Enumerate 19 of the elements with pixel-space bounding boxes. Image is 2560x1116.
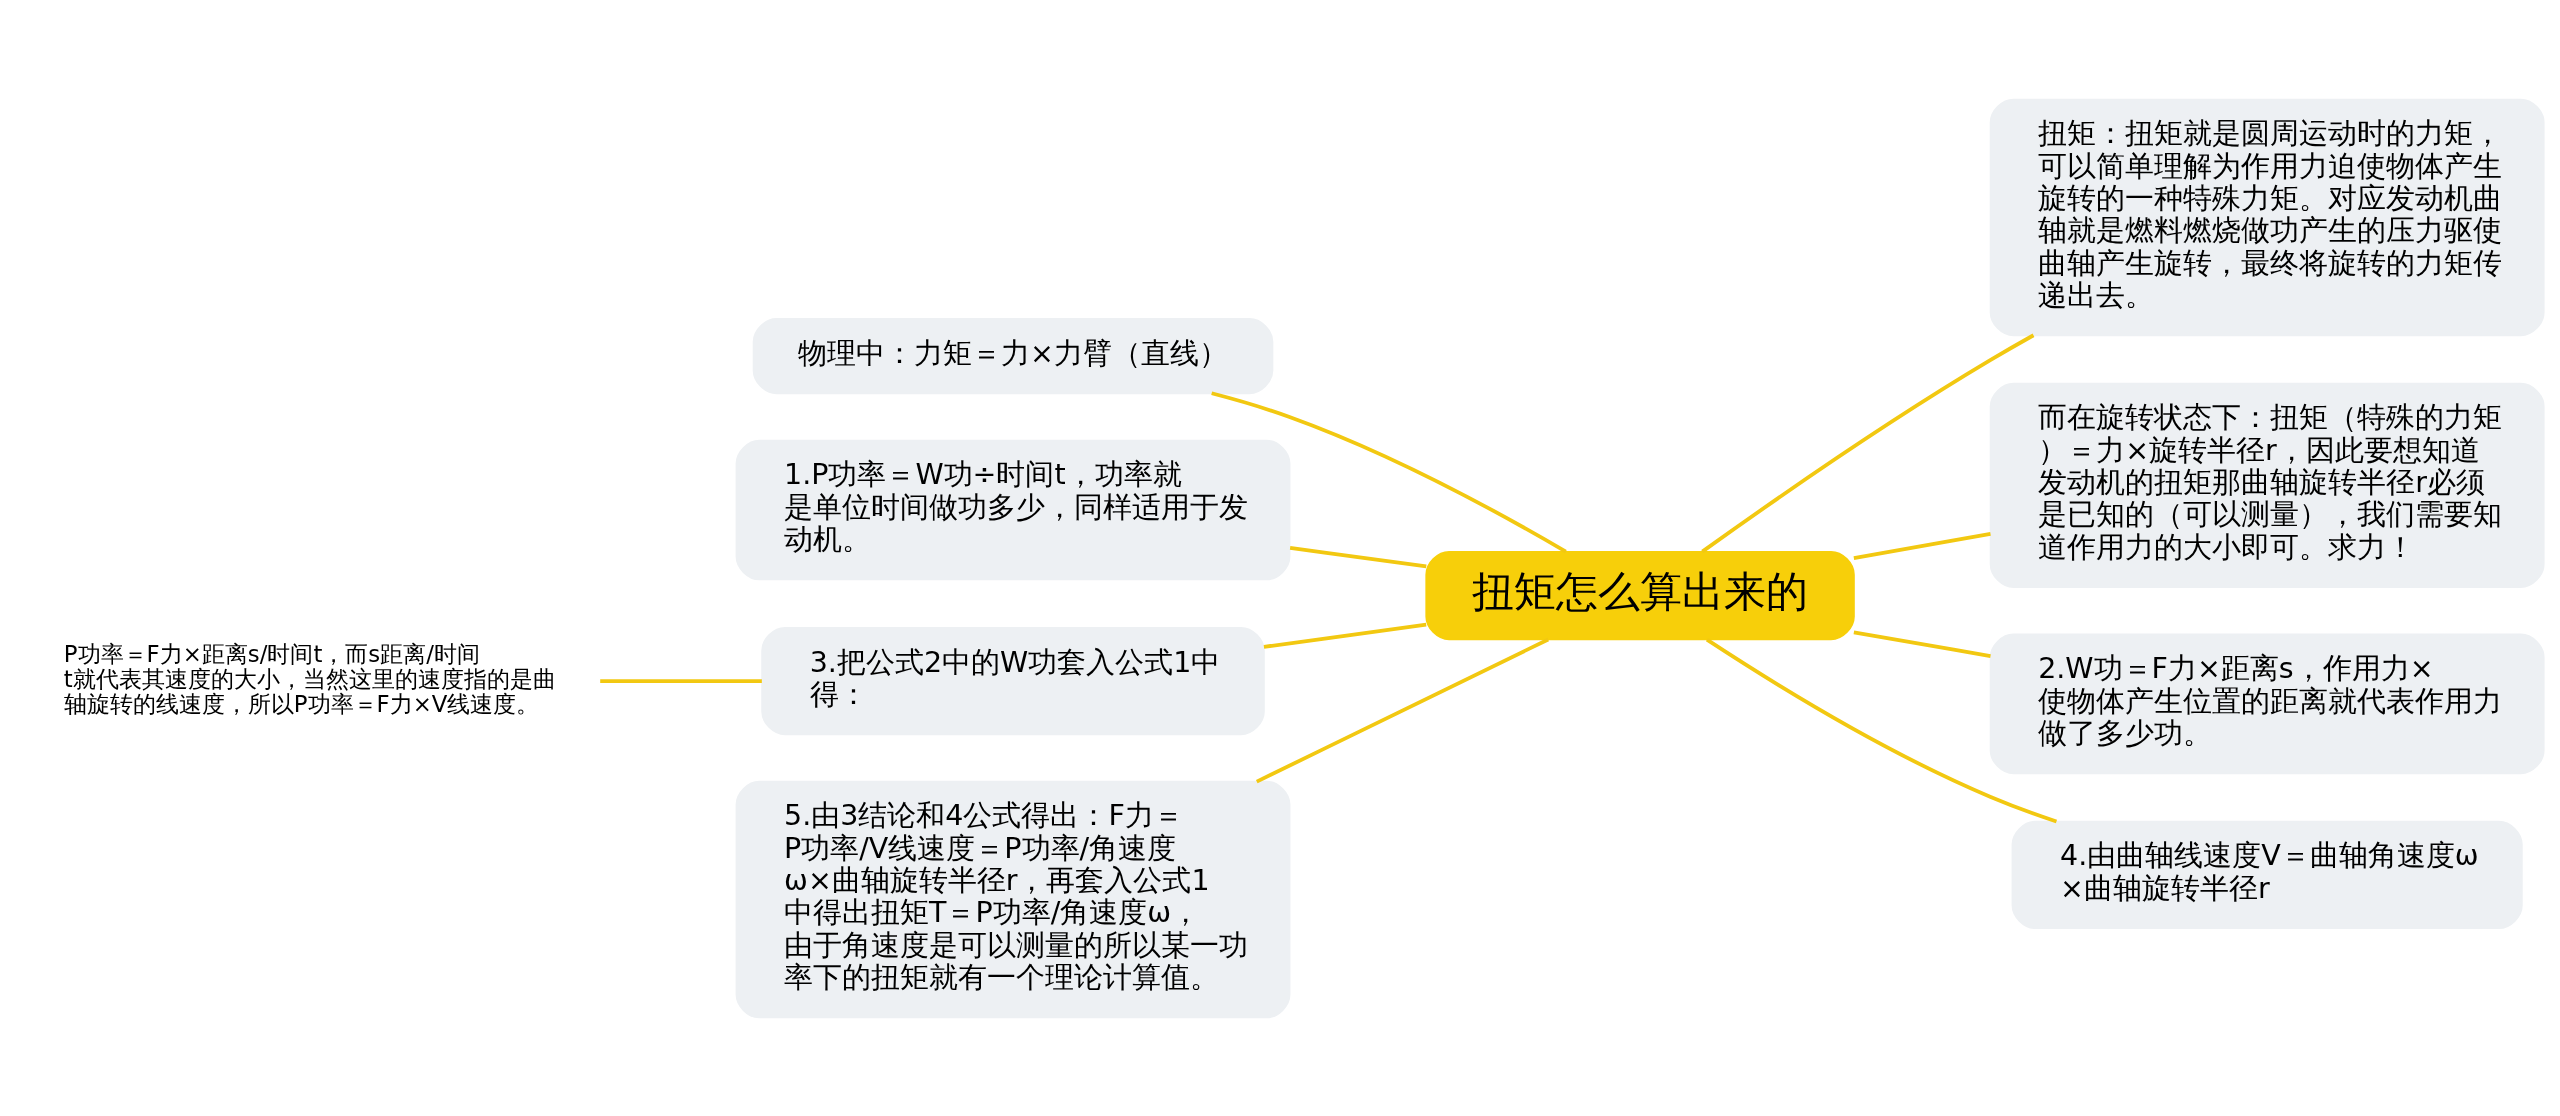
connector xyxy=(1701,333,2035,553)
node-box: 4.由曲轴线速度V＝曲轴角速度ω×曲轴旋转半径r xyxy=(2011,820,2523,929)
node-text: P功率＝F力×距离s/时间t，而s距离/时间t就代表其速度的大小，当然这里的速度指的是曲轴旋转的线速度，所以P功率＝F力×V线速度。 xyxy=(63,640,556,717)
node-box: 1.P功率＝W功÷时间t，功率就是单位时间做功多少，同样适用于发动机。 xyxy=(735,439,1291,580)
node-box: 扭矩：扭矩就是圆周运动时的力矩，可以简单理解为作用力迫使物体产生旋转的一种特殊力矩。对应发动机曲轴就是燃料燃烧做功产生的压力驱使曲轴产生旋转，最终将旋转的力矩传递出去。 xyxy=(1989,98,2545,336)
connector xyxy=(1289,545,1427,568)
node-box: 扭矩怎么算出来的 xyxy=(1425,550,1855,640)
connector xyxy=(1211,390,1567,553)
node-box: 2.W功＝F力×距离s，作用力×使物体产生位置的距离就代表作用力做了多少功。 xyxy=(1989,633,2545,774)
connector xyxy=(1263,622,1427,649)
connector xyxy=(1853,630,1991,658)
connector xyxy=(600,678,762,683)
connector xyxy=(1255,637,1550,783)
node-box: 5.由3结论和4公式得出：F力＝P功率/V线速度＝P功率/角速度ω×曲轴旋转半径r，再套入公式1中得出扭矩T＝P功率/角速度ω，由于角速度是可以测量的所以某一功率下的扭矩就有一个理论计算值。 xyxy=(735,780,1291,1018)
node-box: 物理中：力矩＝力×力臂（直线） xyxy=(752,317,1274,394)
connector xyxy=(1705,637,2058,823)
node-box: 而在旋转状态下：扭矩（特殊的力矩）＝力×旋转半径r，因此要想知道发动机的扭矩那曲轴旋转半径r必须是已知的（可以测量），我们需要知道作用力的大小即可。求力！ xyxy=(1989,382,2545,588)
node-box: 3.把公式2中的W功套入公式1中得： xyxy=(761,626,1265,735)
connector xyxy=(1853,531,1991,560)
